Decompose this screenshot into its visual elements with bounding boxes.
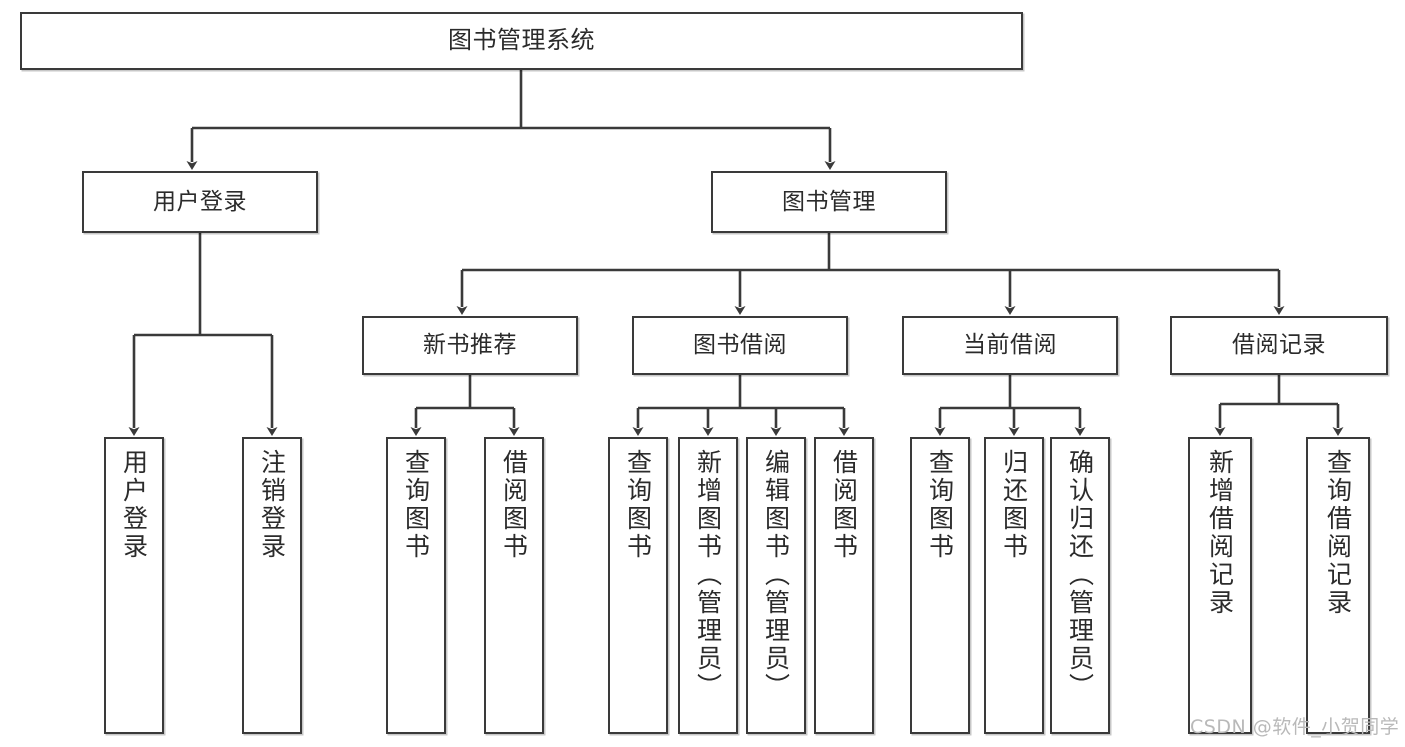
leaf-query-book[interactable]: 查询图书 — [608, 437, 668, 734]
leaf-borrow-book-label: 借阅图书 — [829, 449, 859, 561]
node-root[interactable]: 图书管理系统 — [20, 12, 1023, 70]
leaf-query-book-current-label: 查询图书 — [925, 449, 955, 561]
node-borrow-record-label: 借阅记录 — [1232, 332, 1326, 359]
node-user-login[interactable]: 用户登录 — [82, 171, 318, 233]
leaf-user-login-label: 用户登录 — [119, 449, 149, 561]
node-book-management[interactable]: 图书管理 — [711, 171, 947, 233]
node-current-borrow[interactable]: 当前借阅 — [902, 316, 1118, 375]
leaf-add-book-admin[interactable]: 新增图书（管理员） — [678, 437, 738, 734]
leaf-add-book-admin-label: 新增图书（管理员） — [693, 449, 723, 701]
leaf-query-book-current[interactable]: 查询图书 — [910, 437, 970, 734]
leaf-borrow-book[interactable]: 借阅图书 — [814, 437, 874, 734]
node-root-label: 图书管理系统 — [448, 26, 595, 55]
leaf-query-book-recommend[interactable]: 查询图书 — [386, 437, 446, 734]
leaf-confirm-return-admin-label: 确认归还（管理员） — [1065, 449, 1095, 701]
node-book-borrow-label: 图书借阅 — [693, 332, 787, 359]
leaf-query-book-label: 查询图书 — [623, 449, 653, 561]
leaf-borrow-book-recommend[interactable]: 借阅图书 — [484, 437, 544, 734]
node-current-borrow-label: 当前借阅 — [963, 332, 1057, 359]
node-borrow-record[interactable]: 借阅记录 — [1170, 316, 1388, 375]
leaf-borrow-book-recommend-label: 借阅图书 — [499, 449, 529, 561]
leaf-confirm-return-admin[interactable]: 确认归还（管理员） — [1050, 437, 1110, 734]
node-user-login-label: 用户登录 — [153, 188, 247, 215]
leaf-query-borrow-record-label: 查询借阅记录 — [1323, 449, 1353, 617]
leaf-edit-book-admin-label: 编辑图书（管理员） — [761, 449, 791, 701]
leaf-return-book[interactable]: 归还图书 — [984, 437, 1044, 734]
leaf-logout[interactable]: 注销登录 — [242, 437, 302, 734]
leaf-user-login[interactable]: 用户登录 — [104, 437, 164, 734]
node-book-borrow[interactable]: 图书借阅 — [632, 316, 848, 375]
csdn-watermark-text: CSDN @软件_小贺同学 — [1190, 716, 1400, 738]
leaf-return-book-label: 归还图书 — [999, 449, 1029, 561]
leaf-query-borrow-record[interactable]: 查询借阅记录 — [1306, 437, 1370, 734]
csdn-watermark: CSDN @软件_小贺同学 — [1190, 712, 1399, 739]
leaf-edit-book-admin[interactable]: 编辑图书（管理员） — [746, 437, 806, 734]
node-new-book-recommend-label: 新书推荐 — [423, 332, 517, 359]
leaf-add-borrow-record-label: 新增借阅记录 — [1205, 449, 1235, 617]
leaf-add-borrow-record[interactable]: 新增借阅记录 — [1188, 437, 1252, 734]
node-book-management-label: 图书管理 — [782, 188, 876, 215]
leaf-logout-label: 注销登录 — [257, 449, 287, 561]
leaf-query-book-recommend-label: 查询图书 — [401, 449, 431, 561]
node-new-book-recommend[interactable]: 新书推荐 — [362, 316, 578, 375]
